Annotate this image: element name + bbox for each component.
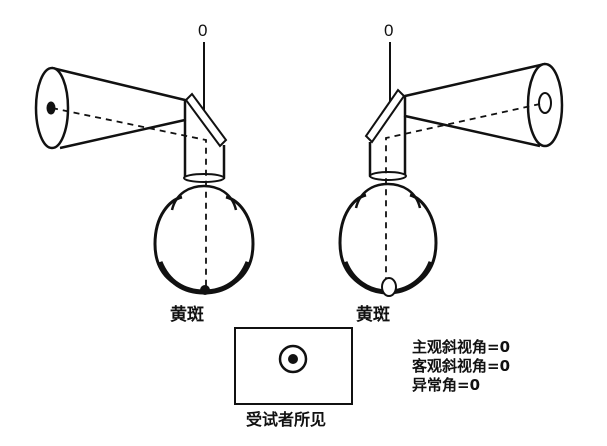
right-optical-path <box>385 103 541 286</box>
right-target-ring <box>538 92 552 114</box>
angle-readouts: 主观斜视角=0 客观斜视角=0 异常角=0 <box>412 338 510 394</box>
right-apparatus <box>338 42 564 297</box>
left-macula-label: 黄斑 <box>170 305 204 325</box>
perceived-caption: 受试者所见 <box>246 410 327 429</box>
right-macula-ring <box>381 277 397 297</box>
left-target-dot <box>46 101 56 115</box>
left-cornea <box>170 184 238 211</box>
anomaly-angle-readout: 异常角=0 <box>412 375 481 394</box>
right-mirror <box>364 88 406 144</box>
left-mirror <box>184 92 228 148</box>
right-macula-label: 黄斑 <box>356 305 390 325</box>
right-tube-body <box>403 62 546 148</box>
right-eyepiece-lens <box>369 171 407 181</box>
right-fixation-label: 0 <box>384 21 394 40</box>
left-optical-path <box>51 107 207 290</box>
objective-angle-readout: 客观斜视角=0 <box>412 356 511 375</box>
perceived-image <box>234 327 353 405</box>
perceived-dot <box>288 354 298 364</box>
left-tube-body <box>51 66 187 150</box>
perceived-frame <box>234 327 353 405</box>
left-macula-dot <box>200 285 210 295</box>
left-eyepiece-lens <box>183 173 225 183</box>
left-apparatus <box>34 42 255 295</box>
left-fixation-label: 0 <box>198 21 208 40</box>
right-cornea <box>354 182 422 209</box>
subjective-angle-readout: 主观斜视角=0 <box>412 338 511 356</box>
